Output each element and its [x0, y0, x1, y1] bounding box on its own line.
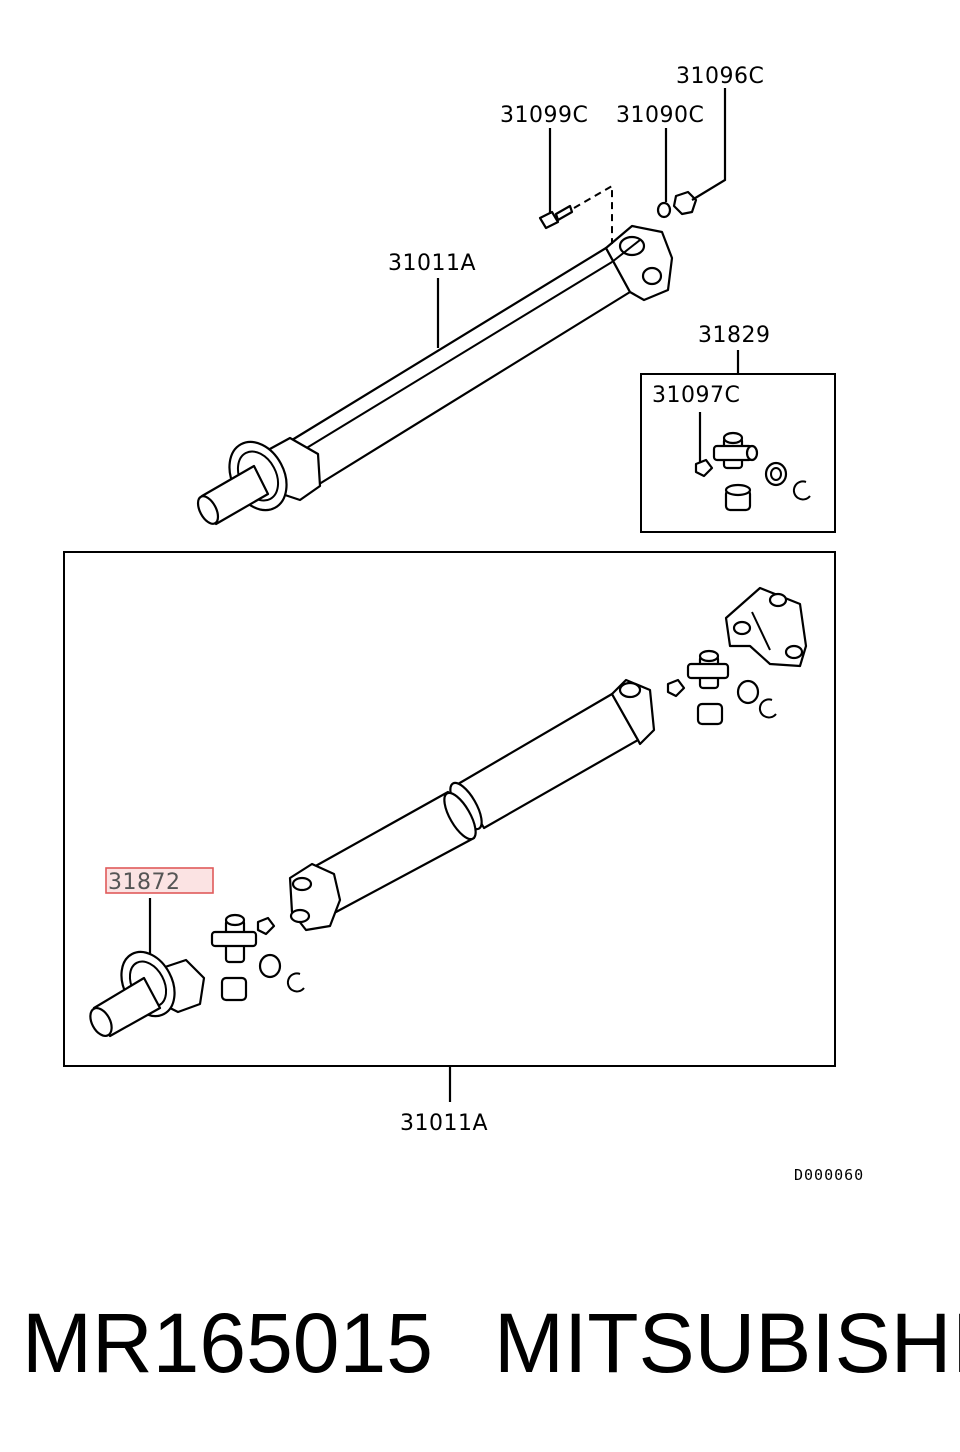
bearing-cup-icon	[696, 702, 724, 726]
ujoint-kit-box	[640, 373, 836, 533]
grease-fitting-icon	[256, 916, 276, 936]
bearing-cup-icon	[220, 976, 248, 1002]
universal-joint-icon	[712, 431, 759, 470]
grease-fitting-icon	[694, 458, 714, 478]
callout-31011A-bottom: 31011A	[400, 1111, 488, 1136]
bolt-icon	[538, 204, 574, 230]
front-drive-shaft	[288, 790, 477, 932]
upper-drive-shaft	[196, 224, 674, 526]
universal-joint-icon	[210, 913, 258, 964]
universal-joint-icon	[686, 649, 730, 690]
snap-ring-icon	[286, 972, 305, 993]
callout-31872[interactable]: 31872	[108, 870, 181, 895]
center-bearing-assembly	[89, 950, 206, 1038]
callout-31090C: 31090C	[616, 103, 704, 128]
callout-31011A-top: 31011A	[388, 251, 476, 276]
rear-drive-shaft	[449, 678, 656, 831]
highlight-box[interactable]	[105, 867, 214, 894]
flange-yoke-icon	[724, 586, 808, 668]
nut-icon	[672, 190, 698, 216]
grease-fitting-icon	[666, 678, 686, 698]
callout-31829: 31829	[698, 323, 771, 348]
drive-shaft-tube-icon	[290, 246, 632, 488]
callout-31097C: 31097C	[652, 383, 740, 408]
snap-ring-icon	[758, 698, 777, 719]
bearing-cup-icon	[736, 679, 760, 705]
part-number: MR165015	[22, 1296, 433, 1390]
footer: MR165015 MITSUBISHI	[0, 1288, 960, 1398]
bearing-cup-icon	[724, 461, 788, 512]
callout-31096C: 31096C	[676, 64, 764, 89]
diagram-code: D000060	[794, 1166, 864, 1184]
brand-name: MITSUBISHI	[494, 1296, 960, 1390]
bearing-cup-icon	[258, 953, 282, 979]
snap-ring-icon	[792, 480, 811, 501]
tube-yoke-icon	[610, 678, 656, 746]
callout-31099C: 31099C	[500, 103, 588, 128]
washer-icon	[656, 201, 672, 219]
